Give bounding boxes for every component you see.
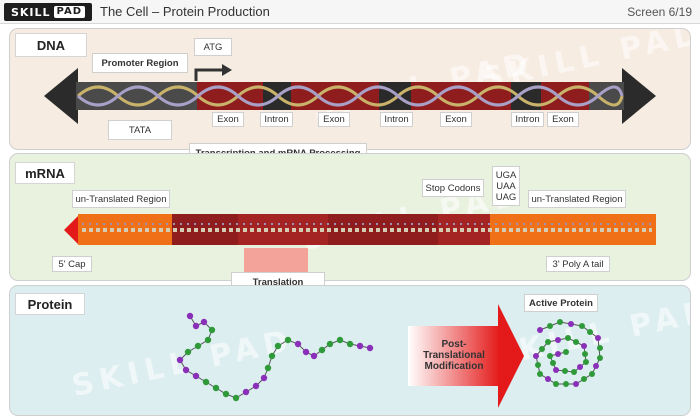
promoter-region-label: Promoter Region [92,53,188,73]
segment-label-exon: Exon [547,112,579,127]
dna-title: DNA [15,33,87,57]
segment-label-intron: Intron [511,112,544,127]
logo-text-skill: SKILL [10,5,51,19]
five-prime-cap-label: 5' Cap [52,256,92,272]
segment-label-exon: Exon [318,112,350,127]
segment-label-intron: Intron [260,112,293,127]
logo-text-pad: PAD [53,6,85,18]
ptm-label: Post-Translational Modification [412,338,496,372]
utr-right-label: un-Translated Region [528,190,626,208]
app-title: The Cell – Protein Production [100,4,270,19]
title-bar: SKILL PAD The Cell – Protein Production … [0,0,700,24]
segment-label-exon: Exon [440,112,472,127]
codon-uaa: UAA [496,180,516,192]
tata-label: TATA [108,120,172,140]
skillpad-logo: SKILL PAD [4,3,92,21]
atg-label: ATG [194,38,232,56]
codon-list: UGA UAA UAG [492,166,520,206]
screen-counter: Screen 6/19 [627,5,692,19]
stop-codons-label: Stop Codons [422,179,484,197]
ptm-label-line1: Post-Translational [423,338,485,361]
codon-uga: UGA [495,169,517,181]
utr-left-label: un-Translated Region [72,190,170,208]
watermark: SKILL PAD [68,322,298,405]
segment-label-exon: Exon [212,112,244,127]
ptm-label-line2: Modification [424,360,484,372]
segment-label-intron: Intron [380,112,413,127]
protein-title: Protein [15,293,85,315]
poly-a-tail-label: 3' Poly A tail [546,256,610,272]
active-protein-label: Active Protein [524,294,598,312]
mrna-title: mRNA [15,162,75,184]
watermark: SKILL PAD [478,28,691,98]
codon-uag: UAG [495,191,517,203]
